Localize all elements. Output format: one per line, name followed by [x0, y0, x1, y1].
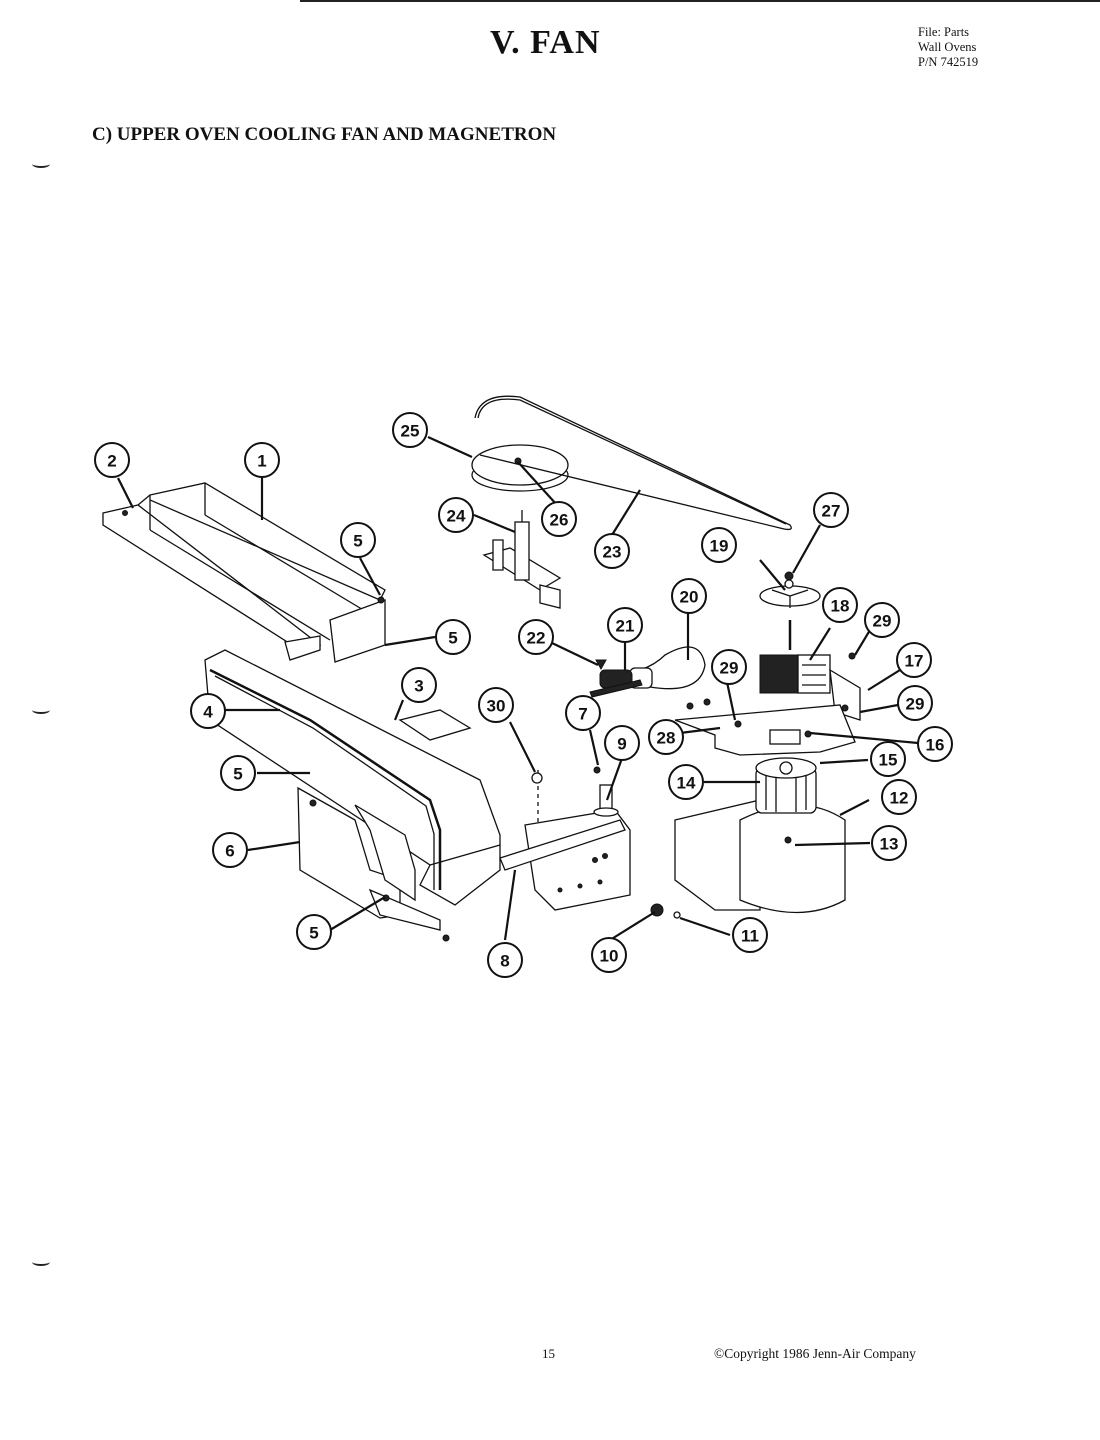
- callout-12: 12: [881, 779, 917, 815]
- callout-29: 29: [897, 685, 933, 721]
- svg-text:26: 26: [550, 511, 569, 530]
- callout-24: 24: [438, 497, 474, 533]
- callout-30: 30: [478, 687, 514, 723]
- svg-text:11: 11: [741, 927, 759, 946]
- svg-text:5: 5: [233, 765, 242, 784]
- callout-1: 1: [244, 442, 280, 478]
- part-mounting-plate: [674, 698, 856, 756]
- svg-text:17: 17: [905, 652, 924, 671]
- svg-text:6: 6: [225, 842, 234, 861]
- svg-text:25: 25: [401, 422, 420, 441]
- file-info-line: File: Parts: [918, 25, 970, 39]
- svg-text:22: 22: [527, 629, 546, 648]
- part-gasket-strip: [209, 668, 442, 890]
- callout-5: 5: [340, 522, 376, 558]
- callout-20: 20: [671, 578, 707, 614]
- callout-5: 5: [220, 755, 256, 791]
- callout-21: 21: [607, 607, 643, 643]
- svg-text:12: 12: [890, 789, 909, 808]
- part-thermal-cutout: [650, 903, 681, 919]
- leader-lines: [117, 435, 919, 941]
- svg-text:29: 29: [720, 659, 739, 678]
- part-duct-tray: [102, 482, 386, 663]
- callout-18: 18: [822, 587, 858, 623]
- binder-hole-mark: [32, 1258, 50, 1266]
- callout-8: 8: [487, 942, 523, 978]
- callout-10: 10: [591, 937, 627, 973]
- callout-14: 14: [668, 764, 704, 800]
- svg-text:1: 1: [257, 452, 266, 471]
- callout-22: 22: [518, 619, 554, 655]
- callout-25: 25: [392, 412, 428, 448]
- part-fan-motor: [759, 571, 861, 721]
- svg-text:7: 7: [578, 705, 587, 724]
- callout-29: 29: [711, 649, 747, 685]
- svg-text:29: 29: [906, 695, 925, 714]
- svg-text:10: 10: [600, 947, 619, 966]
- copyright-notice: ©Copyright 1986 Jenn-Air Company: [714, 1346, 916, 1361]
- callout-26: 26: [541, 501, 577, 537]
- callout-13: 13: [871, 825, 907, 861]
- section-title: C) UPPER OVEN COOLING FAN AND MAGNETRON: [92, 124, 557, 145]
- part-blower-wheel-housing: [674, 757, 846, 914]
- svg-text:9: 9: [617, 735, 626, 754]
- callout-6: 6: [212, 832, 248, 868]
- svg-text:13: 13: [880, 835, 899, 854]
- callout-28: 28: [648, 719, 684, 755]
- svg-text:16: 16: [926, 736, 945, 755]
- binder-hole-mark: [32, 160, 50, 168]
- scan-top-border: [300, 0, 1100, 2]
- svg-text:15: 15: [879, 751, 898, 770]
- svg-text:5: 5: [309, 924, 318, 943]
- page-number: 15: [542, 1346, 555, 1361]
- callout-11: 11: [732, 917, 768, 953]
- page-title: V. FAN: [490, 24, 601, 61]
- file-info: File: Parts Wall Ovens P/N 742519: [918, 25, 978, 70]
- svg-text:5: 5: [353, 532, 362, 551]
- callout-17: 17: [896, 642, 932, 678]
- callout-19: 19: [701, 527, 737, 563]
- svg-text:30: 30: [487, 697, 506, 716]
- part-pulley-bracket: [482, 510, 562, 609]
- callout-7: 7: [565, 695, 601, 731]
- svg-text:21: 21: [616, 617, 635, 636]
- svg-text:18: 18: [831, 597, 850, 616]
- callout-9: 9: [604, 725, 640, 761]
- svg-text:2: 2: [107, 452, 116, 471]
- svg-text:27: 27: [822, 502, 841, 521]
- svg-text:19: 19: [710, 537, 729, 556]
- callout-29: 29: [864, 602, 900, 638]
- callout-16: 16: [917, 726, 953, 762]
- callout-5: 5: [435, 619, 471, 655]
- svg-text:29: 29: [873, 612, 892, 631]
- callout-2: 2: [94, 442, 130, 478]
- callout-5: 5: [296, 914, 332, 950]
- binder-hole-mark: [32, 706, 50, 714]
- callout-23: 23: [594, 533, 630, 569]
- svg-text:8: 8: [500, 952, 509, 971]
- svg-text:28: 28: [657, 729, 676, 748]
- callout-15: 15: [870, 741, 906, 777]
- callout-27: 27: [813, 492, 849, 528]
- svg-text:4: 4: [203, 703, 213, 722]
- svg-text:23: 23: [603, 543, 622, 562]
- part-duct-cover: [204, 649, 501, 906]
- svg-text:20: 20: [680, 588, 699, 607]
- file-info-line: Wall Ovens: [918, 40, 977, 54]
- callout-3: 3: [401, 667, 437, 703]
- callout-4: 4: [190, 693, 226, 729]
- part-number: P/N 742519: [918, 55, 979, 69]
- screws: [309, 652, 856, 942]
- svg-text:3: 3: [414, 677, 423, 696]
- svg-text:14: 14: [677, 774, 696, 793]
- svg-text:5: 5: [448, 629, 457, 648]
- svg-text:24: 24: [447, 507, 466, 526]
